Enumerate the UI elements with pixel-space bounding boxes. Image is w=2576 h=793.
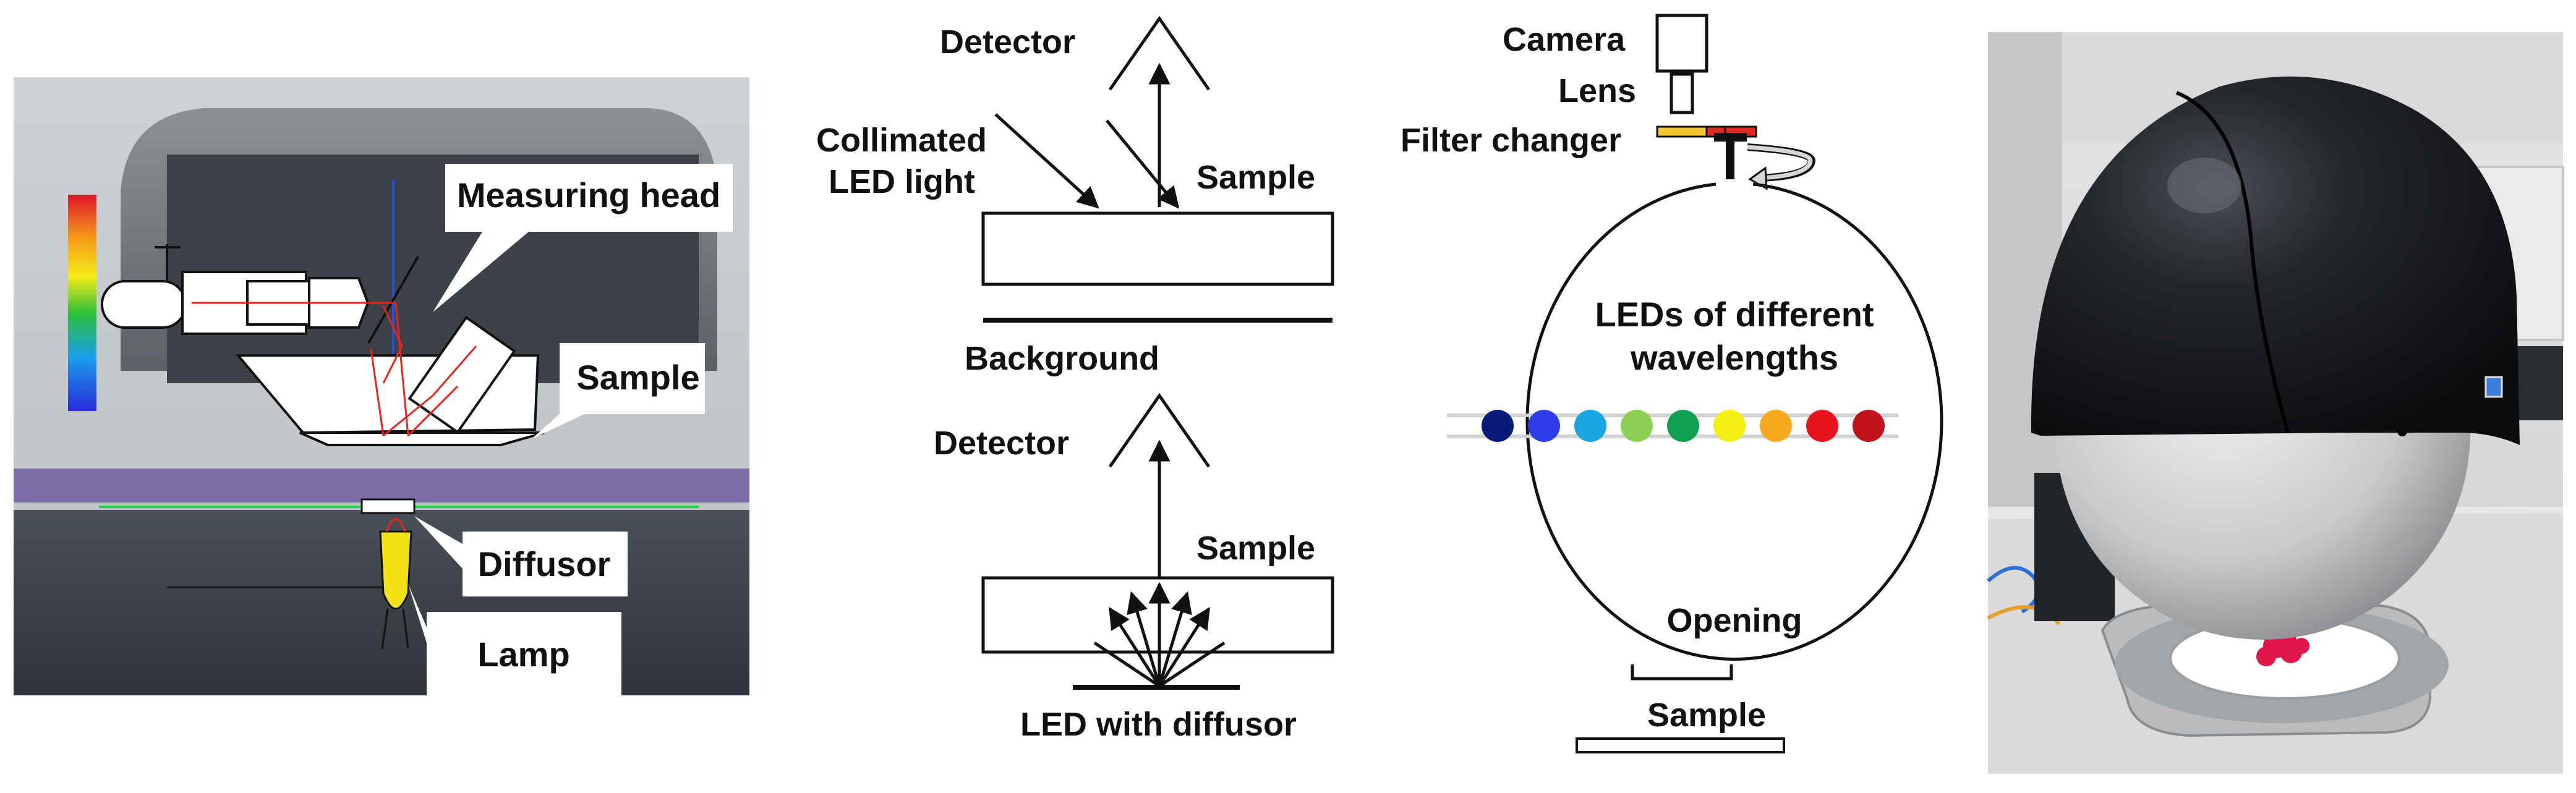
label-filter-changer: Filter changer: [1401, 122, 1621, 159]
lamp-wire-right: [402, 608, 409, 650]
led-row: [1482, 410, 1885, 442]
light-guide: [407, 315, 516, 434]
led-6: [1713, 410, 1746, 442]
sample-plate: [1576, 737, 1785, 753]
dome-highlight: [2167, 158, 2241, 213]
callout-measuring-head: Measuring head: [433, 164, 733, 312]
label-sample-top: Sample: [1196, 159, 1315, 196]
dome-seam: [2175, 91, 2290, 433]
label-led-with-diffusor: LED with diffusor: [1020, 706, 1297, 743]
blue-cable: [1987, 566, 2041, 614]
rotation-arrow: [1747, 145, 1813, 180]
incident-ray-2: [994, 113, 1099, 209]
led-4: [1621, 410, 1653, 442]
led-3: [1574, 410, 1606, 442]
label-collimated-line2: LED light: [829, 163, 975, 200]
incident-ray-1: [1106, 119, 1180, 209]
led-9: [1853, 410, 1885, 442]
label-detector-bottom: Detector: [934, 425, 1069, 462]
collimator-tube: [101, 280, 187, 329]
label-collimated-line1: Collimated: [816, 122, 987, 159]
lens-body: [1670, 72, 1694, 114]
detector-bottom-symbol: [1108, 392, 1211, 468]
measuring-head-schematic: [101, 244, 545, 446]
sample-reflect: [981, 211, 1334, 286]
lamp-wire-left: [381, 608, 389, 650]
label-detector-top: Detector: [940, 23, 1075, 61]
camera-body: [1655, 14, 1708, 73]
label-sample-bottom: Sample: [1196, 530, 1315, 567]
label-opening: Opening: [1667, 602, 1802, 639]
black-dome: [2031, 76, 2520, 446]
dome-screw: [2397, 426, 2407, 436]
filter-yellow: [1656, 125, 1708, 138]
light-path: [192, 302, 477, 437]
panel-geometry-diagram: Detector Collimated LED light Sample Bac…: [816, 15, 1334, 743]
panel-instrument-photo: [1987, 32, 2564, 774]
led-5: [1667, 410, 1699, 442]
callout-lamp: Lamp: [408, 584, 621, 695]
sphere-outline-top: [1525, 182, 1943, 661]
detector-top-symbol: [1108, 15, 1211, 91]
led-8: [1806, 410, 1838, 442]
label-leds-line2: wavelengths: [1630, 338, 1838, 377]
callout-diffusor: Diffusor: [414, 516, 628, 596]
panel-sphere-diagram: Camera Lens Filter changer LEDs of diffe…: [1401, 14, 1943, 753]
label-leds-line1: LEDs of different: [1595, 295, 1874, 334]
diffuse-rays: [1093, 582, 1226, 688]
led-7: [1760, 410, 1792, 442]
lamp-beam: [385, 518, 406, 532]
label-camera: Camera: [1503, 21, 1626, 58]
sample-tray-base: [299, 431, 545, 446]
label-lamp: Lamp: [477, 635, 569, 674]
purple-bench: [14, 469, 749, 503]
led-1: [1482, 410, 1514, 442]
label-measuring-head: Measuring head: [457, 176, 720, 214]
spectrum-bar: [68, 195, 96, 411]
opening-bracket: [1631, 664, 1733, 681]
lamp-bulb: [379, 530, 412, 610]
panel-measuring-head-photo: Measuring head Sample Diffusor Lamp: [14, 77, 749, 695]
label-background: Background: [965, 340, 1159, 377]
label-sample-a: Sample: [576, 358, 699, 397]
callout-sample-a: Sample: [532, 343, 705, 439]
sample-stage: [360, 498, 416, 514]
dome-logo: [2484, 376, 2503, 398]
mirror: [367, 256, 419, 344]
label-lens: Lens: [1558, 72, 1636, 109]
label-sample-c: Sample: [1647, 697, 1766, 734]
led-2: [1528, 410, 1560, 442]
label-diffusor: Diffusor: [478, 545, 611, 583]
